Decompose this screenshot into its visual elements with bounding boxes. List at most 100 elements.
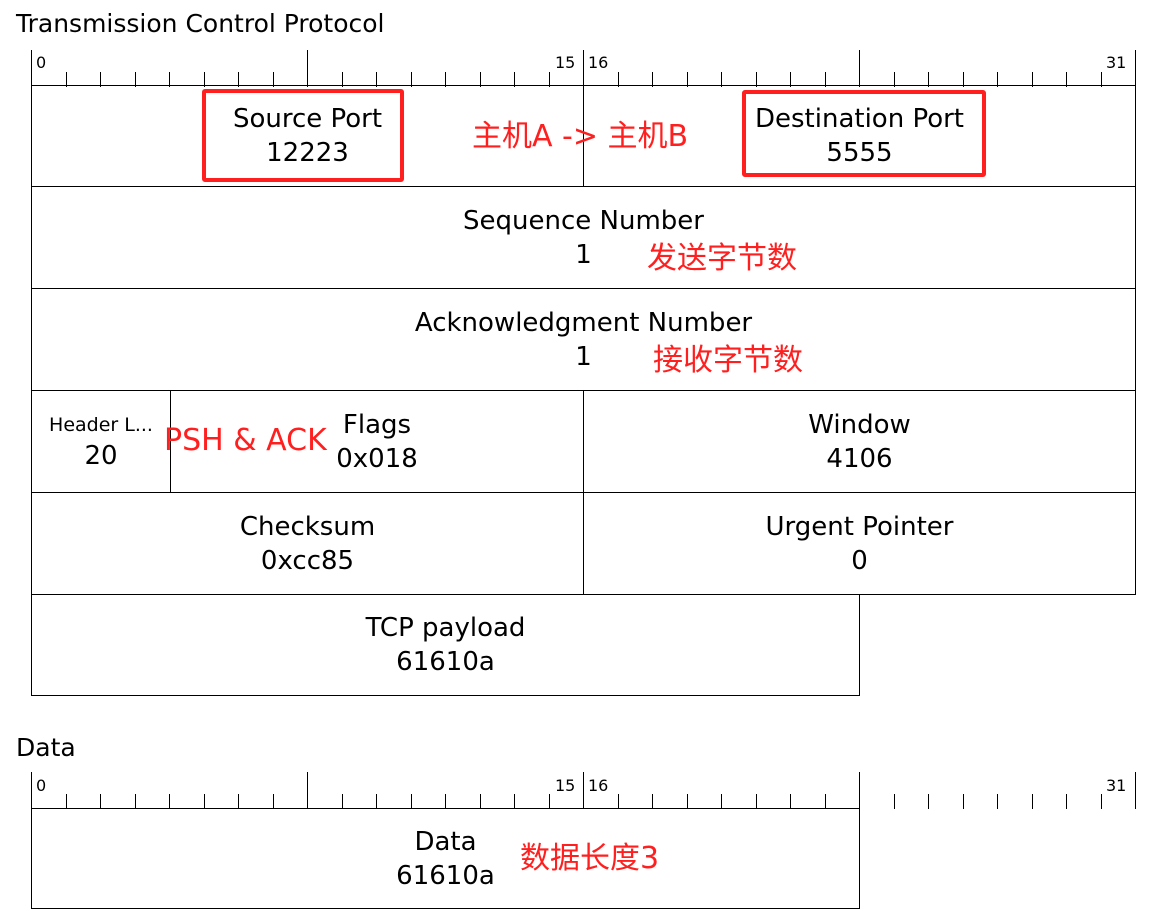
acknowledgment-number-field: Acknowledgment Number 1	[31, 288, 1136, 391]
ruler-tick	[583, 50, 584, 87]
ruler-tick	[825, 794, 826, 809]
ruler-tick	[100, 72, 101, 87]
ruler-label-0: 0	[36, 53, 47, 72]
ruler-tick	[721, 794, 722, 809]
tcp-bit-ruler	[31, 33, 1136, 87]
ruler-tick	[445, 72, 446, 87]
flags-annotation: PSH & ACK	[164, 423, 327, 458]
flags-value: 0x018	[336, 443, 418, 474]
window-label: Window	[808, 409, 911, 440]
data-ruler-label-31: 31	[1106, 776, 1127, 795]
ruler-tick	[376, 72, 377, 87]
ruler-tick	[963, 794, 964, 809]
destination-port-value: 5555	[826, 138, 893, 168]
flags-field: Flags 0x018	[170, 390, 584, 493]
tcp-payload-value: 61610a	[396, 647, 495, 677]
ruler-tick	[1032, 794, 1033, 809]
ruler-tick	[859, 50, 860, 87]
ruler-tick	[135, 794, 136, 809]
ruler-tick	[790, 794, 791, 809]
ruler-tick	[480, 794, 481, 809]
sequence-annotation: 发送字节数	[647, 241, 797, 276]
ruler-tick	[204, 72, 205, 87]
checksum-field: Checksum 0xcc85	[31, 492, 584, 595]
ruler-border-tick	[31, 50, 32, 87]
ruler-tick	[997, 72, 998, 87]
sequence-number-field: Sequence Number 1	[31, 186, 1136, 289]
ruler-tick	[169, 794, 170, 809]
ruler-tick	[514, 794, 515, 809]
data-section-title: Data	[16, 733, 76, 762]
window-field: Window 4106	[583, 390, 1136, 493]
ruler-tick	[66, 794, 67, 809]
tcp-payload-field: TCP payload 61610a	[31, 594, 860, 696]
acknowledgment-annotation: 接收字节数	[653, 343, 803, 378]
destination-port-field: Destination Port 5555	[583, 85, 1136, 187]
destination-port-highlight-box	[742, 90, 986, 177]
data-ruler-label-0: 0	[36, 776, 47, 795]
ruler-label-15: 15	[555, 53, 576, 72]
ruler-tick	[445, 794, 446, 809]
destination-port-label: Destination Port	[754, 104, 964, 134]
source-port-highlight-box	[202, 89, 404, 182]
ruler-tick	[549, 794, 550, 809]
checksum-label: Checksum	[239, 511, 376, 542]
ruler-tick	[997, 794, 998, 809]
ruler-tick	[342, 794, 343, 809]
ruler-tick	[135, 72, 136, 87]
checksum-value: 0xcc85	[260, 545, 355, 576]
tcp-section-title: Transmission Control Protocol	[16, 9, 385, 38]
ruler-tick	[66, 72, 67, 87]
ruler-tick	[687, 72, 688, 87]
ruler-tick	[825, 72, 826, 87]
ruler-tick	[411, 72, 412, 87]
ruler-tick	[169, 72, 170, 87]
ruler-tick	[756, 72, 757, 87]
ruler-tick	[273, 794, 274, 809]
ruler-tick	[894, 794, 895, 809]
data-value: 61610a	[396, 860, 495, 891]
ruler-label-16: 16	[588, 53, 609, 72]
ruler-tick	[1066, 794, 1067, 809]
urgent-pointer-label: Urgent Pointer	[765, 511, 954, 542]
data-ruler-label-16: 16	[588, 776, 609, 795]
ruler-tick	[721, 72, 722, 87]
ruler-tick	[618, 72, 619, 87]
acknowledgment-number-value: 1	[575, 341, 592, 372]
urgent-pointer-value: 0	[851, 545, 868, 576]
flags-label: Flags	[342, 409, 412, 440]
ports-direction-annotation: 主机A -> 主机B	[472, 119, 689, 154]
ruler-tick	[928, 794, 929, 809]
ruler-tick	[652, 794, 653, 809]
ruler-border-tick	[1135, 772, 1136, 809]
data-length-annotation: 数据长度3	[520, 841, 660, 876]
ruler-tick	[1101, 72, 1102, 87]
ruler-tick	[514, 72, 515, 87]
ruler-tick	[204, 794, 205, 809]
header-length-label: Header L...	[49, 413, 153, 436]
ruler-tick	[618, 794, 619, 809]
ruler-tick	[100, 794, 101, 809]
ruler-tick	[1101, 794, 1102, 809]
ruler-tick	[238, 72, 239, 87]
ruler-tick	[549, 72, 550, 87]
ruler-tick	[756, 794, 757, 809]
ruler-tick	[480, 72, 481, 87]
ruler-tick	[307, 772, 308, 809]
ruler-tick	[928, 72, 929, 87]
data-bit-ruler	[31, 755, 1136, 809]
ruler-tick	[583, 772, 584, 809]
source-port-value: 12223	[266, 138, 349, 168]
data-ruler-label-15: 15	[555, 776, 576, 795]
ruler-tick	[307, 50, 308, 87]
tcp-payload-label: TCP payload	[365, 613, 526, 643]
header-length-value: 20	[84, 440, 118, 471]
acknowledgment-number-label: Acknowledgment Number	[414, 307, 753, 338]
source-port-label: Source Port	[232, 104, 383, 134]
ruler-tick	[894, 72, 895, 87]
data-label: Data	[414, 826, 477, 857]
ruler-label-31: 31	[1106, 53, 1127, 72]
ruler-tick	[790, 72, 791, 87]
header-length-field: Header L... 20	[31, 390, 171, 493]
ruler-tick	[859, 772, 860, 809]
